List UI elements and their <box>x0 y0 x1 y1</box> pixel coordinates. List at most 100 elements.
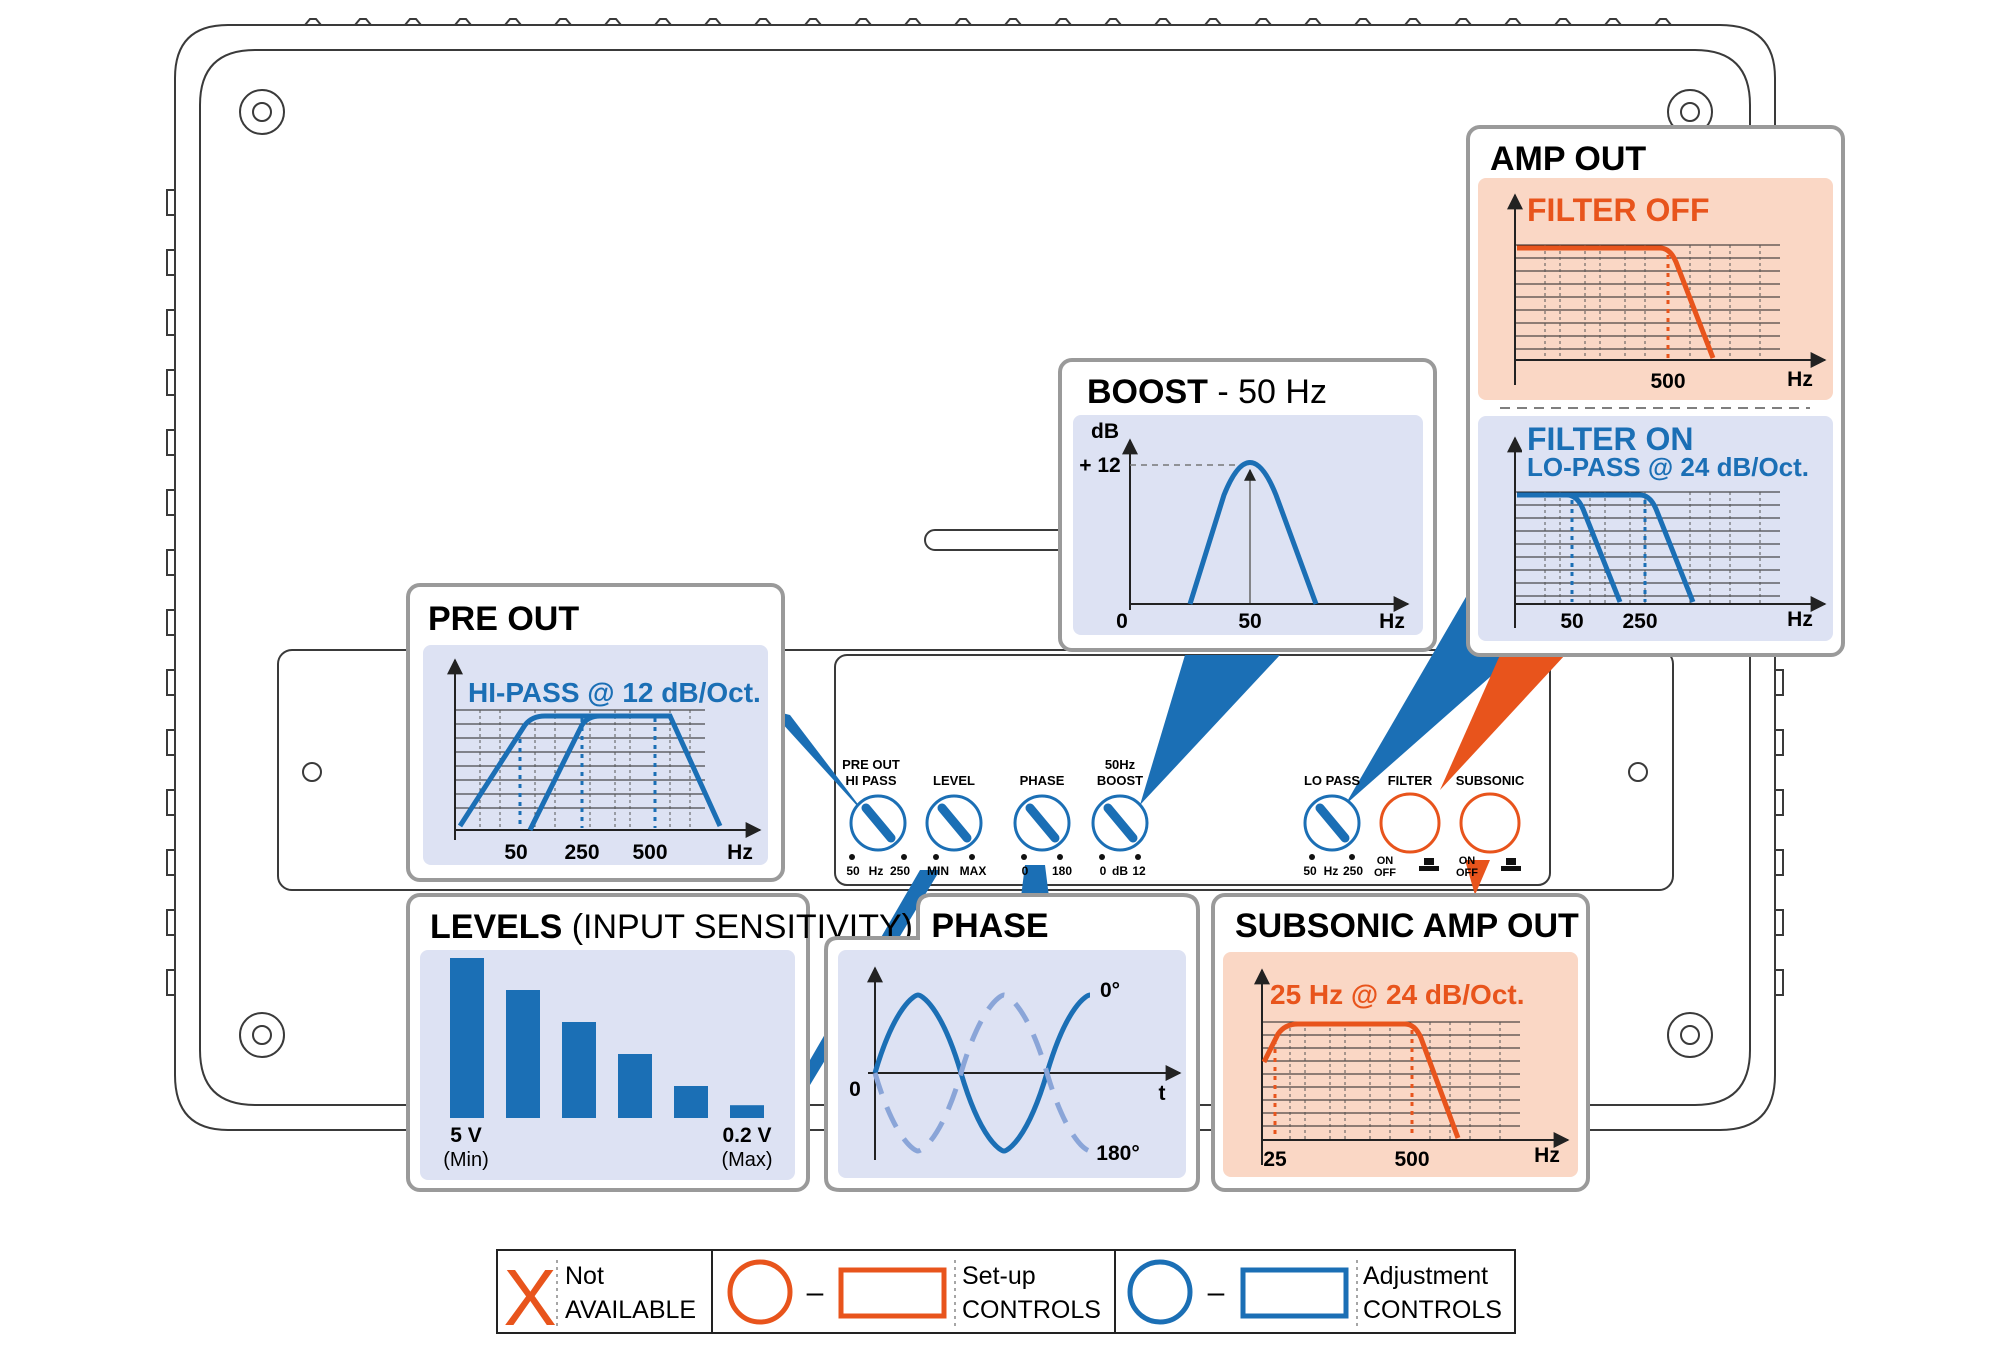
svg-text:dB: dB <box>1112 864 1128 878</box>
level-bar <box>618 1054 652 1118</box>
filter-on-sublabel: LO-PASS @ 24 dB/Oct. <box>1527 452 1809 482</box>
svg-text:(Min): (Min) <box>443 1149 489 1171</box>
subsonic-label: SUBSONIC <box>1456 773 1525 788</box>
svg-text:ON: ON <box>1459 855 1476 867</box>
svg-text:ON: ON <box>1377 855 1394 867</box>
svg-text:0°: 0° <box>1100 979 1120 1002</box>
level-label: LEVEL <box>933 773 975 788</box>
svg-text:–: – <box>807 1276 824 1309</box>
setup-panel-icon <box>838 1267 947 1319</box>
phase-title: PHASE <box>931 907 1048 945</box>
filter-switch[interactable] <box>1379 792 1441 854</box>
setup-knob-icon <box>727 1259 793 1325</box>
svg-text:Hz: Hz <box>869 864 884 878</box>
lo-pass-knob[interactable] <box>1303 794 1361 852</box>
svg-text:50: 50 <box>846 864 860 878</box>
levels-title: LEVELS <box>430 908 562 946</box>
switch-pressed-icon <box>1501 858 1521 871</box>
svg-text:0: 0 <box>1100 864 1107 878</box>
svg-text:Hz: Hz <box>727 841 753 864</box>
svg-text:25: 25 <box>1263 1148 1287 1171</box>
svg-text:CONTROLS: CONTROLS <box>962 1296 1101 1324</box>
level-bar <box>674 1086 708 1118</box>
svg-text:Adjustment: Adjustment <box>1363 1262 1488 1290</box>
svg-text:CONTROLS: CONTROLS <box>1363 1296 1502 1324</box>
svg-text:250: 250 <box>1622 610 1657 633</box>
svg-text:Hz: Hz <box>1787 368 1813 391</box>
svg-text:Hz: Hz <box>1324 864 1339 878</box>
svg-text:50: 50 <box>1303 864 1317 878</box>
svg-text:250: 250 <box>564 841 599 864</box>
subsonic-title: SUBSONIC AMP OUT <box>1235 907 1579 945</box>
svg-text:180°: 180° <box>1096 1142 1139 1165</box>
svg-text:0: 0 <box>1022 864 1029 878</box>
svg-text:0: 0 <box>1116 610 1128 633</box>
pre-out-title: PRE OUT <box>428 600 579 638</box>
boost-label-2: BOOST <box>1097 773 1143 788</box>
switch-pressed-icon <box>1419 858 1439 871</box>
amplifier-outline <box>166 18 1784 1131</box>
svg-text:Hz: Hz <box>1787 608 1813 631</box>
pre-out-curve-label: HI-PASS @ 12 dB/Oct. <box>468 677 761 708</box>
boost-label-1: 50Hz <box>1105 757 1136 772</box>
pre-out-callout: PRE OUT HI-PASS @ 12 dB/Oct. 50 250 500 … <box>406 583 785 882</box>
svg-text:5 V: 5 V <box>450 1124 482 1147</box>
pre-out-hi-pass-knob[interactable] <box>849 794 907 852</box>
svg-text:0.2 V: 0.2 V <box>722 1124 771 1147</box>
svg-text:LEVELS (INPUT SENSITIVITY): LEVELS (INPUT SENSITIVITY) <box>430 908 913 946</box>
svg-text:Not: Not <box>565 1262 604 1290</box>
filter-off-label: FILTER OFF <box>1527 192 1709 228</box>
legend: X Not AVAILABLE – Set-up CONTROLS – Adju… <box>496 1249 1516 1342</box>
svg-text:Hz: Hz <box>1534 1144 1560 1167</box>
svg-text:500: 500 <box>1650 370 1685 393</box>
adjustment-knob-icon <box>1127 1259 1193 1325</box>
svg-text:Hz: Hz <box>1379 610 1405 633</box>
filter-label: FILTER <box>1388 773 1433 788</box>
svg-text:500: 500 <box>1394 1148 1429 1171</box>
levels-bar-group <box>450 958 764 1118</box>
svg-text:0: 0 <box>849 1078 861 1101</box>
svg-text:180: 180 <box>1052 864 1072 878</box>
filter-on-label: FILTER ON <box>1527 421 1694 457</box>
level-bar <box>506 990 540 1118</box>
svg-text:MAX: MAX <box>960 864 987 878</box>
level-knob[interactable] <box>925 794 983 852</box>
svg-text:OFF: OFF <box>1456 867 1478 879</box>
level-bar <box>450 958 484 1118</box>
boost-knob[interactable] <box>1091 794 1149 852</box>
boost-callout: BOOST - 50 Hz dB + 12 0 50 Hz <box>1058 358 1437 652</box>
level-bar <box>562 1022 596 1118</box>
svg-text:+ 12: + 12 <box>1079 454 1120 477</box>
amp-out-callout: AMP OUT FILTER OFF 500 Hz <box>1466 125 1845 657</box>
subsonic-curve-label: 25 Hz @ 24 dB/Oct. <box>1270 979 1525 1010</box>
svg-text:–: – <box>1208 1276 1225 1309</box>
not-available-x-icon: X <box>503 1253 556 1342</box>
adjustment-panel-icon <box>1240 1267 1349 1319</box>
svg-text:MIN: MIN <box>927 864 949 878</box>
svg-text:AVAILABLE: AVAILABLE <box>565 1296 696 1324</box>
svg-text:OFF: OFF <box>1374 867 1396 879</box>
amp-out-title: AMP OUT <box>1490 140 1646 178</box>
svg-text:dB: dB <box>1091 420 1119 443</box>
boost-title: BOOST <box>1087 373 1208 411</box>
svg-text:50: 50 <box>1560 610 1583 633</box>
svg-text:250: 250 <box>890 864 910 878</box>
pre-out-label-1: PRE OUT <box>842 757 900 772</box>
svg-text:BOOST - 50 Hz: BOOST - 50 Hz <box>1087 373 1327 411</box>
svg-text:500: 500 <box>632 841 667 864</box>
lo-pass-label: LO PASS <box>1304 773 1360 788</box>
svg-text:t: t <box>1159 1082 1166 1105</box>
svg-text:(Max): (Max) <box>721 1149 772 1171</box>
subsonic-callout: SUBSONIC AMP OUT 25 Hz @ 24 dB/Oct. 25 5… <box>1211 893 1590 1192</box>
svg-text:50: 50 <box>1238 610 1261 633</box>
svg-text:250: 250 <box>1343 864 1363 878</box>
control-panel: PRE OUT HI PASS 50 Hz 250 LEVEL MIN MAX … <box>842 757 1525 879</box>
pre-out-label-2: HI PASS <box>845 773 896 788</box>
subsonic-switch[interactable] <box>1459 792 1521 854</box>
svg-text:Set-up: Set-up <box>962 1262 1036 1290</box>
phase-knob[interactable] <box>1013 794 1071 852</box>
phase-label: PHASE <box>1020 773 1065 788</box>
phase-callout: PHASE 0° 180° 0 t <box>824 893 1200 1192</box>
svg-text:12: 12 <box>1132 864 1146 878</box>
